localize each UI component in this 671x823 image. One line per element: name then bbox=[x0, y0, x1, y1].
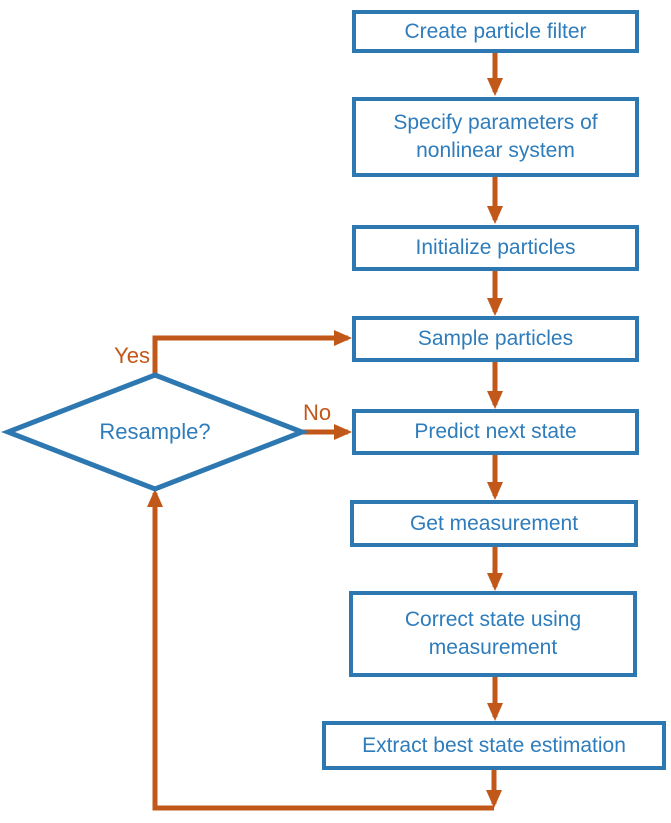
node-correct-state: Correct state using measurement bbox=[349, 591, 637, 677]
edge-label-yes: Yes bbox=[114, 343, 150, 368]
node-extract-best-state: Extract best state estimation bbox=[322, 721, 666, 770]
node-initialize-particles: Initialize particles bbox=[352, 225, 639, 271]
arrow-extract-to-resample bbox=[147, 489, 494, 811]
node-resample-label: Resample? bbox=[99, 419, 211, 444]
node-create-particle-filter: Create particle filter bbox=[352, 10, 639, 53]
arrow-resample-yes bbox=[152, 330, 352, 375]
node-get-measurement: Get measurement bbox=[350, 500, 638, 547]
resample-decision-diamond bbox=[1, 372, 309, 492]
node-specify-parameters: Specify parameters of nonlinear system bbox=[352, 97, 639, 177]
node-predict-next-state: Predict next state bbox=[352, 409, 639, 455]
node-sample-particles: Sample particles bbox=[352, 316, 639, 362]
edge-label-no: No bbox=[303, 400, 332, 425]
